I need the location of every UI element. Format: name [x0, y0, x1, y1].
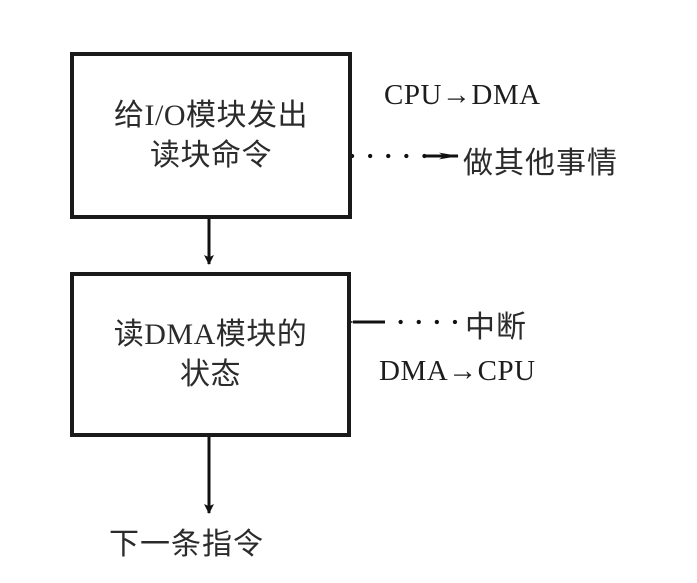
label-cpu-to-dma: CPU→DMA — [384, 79, 541, 111]
box-issue-read-line-1: 给I/O模块发出 — [114, 98, 308, 132]
label-interrupt: 中断 — [465, 311, 527, 344]
label-dma-to-cpu: DMA→CPU — [379, 355, 536, 387]
process-box-issue-read-command: 给I/O模块发出 读块命令 — [70, 52, 352, 219]
box-read-status-line-1: 读DMA模块的 — [113, 317, 308, 351]
process-box-read-dma-status: 读DMA模块的 状态 — [70, 272, 351, 437]
box-issue-read-line-2: 读块命令 — [150, 138, 272, 172]
label-do-other-things: 做其他事情 — [463, 147, 618, 180]
box-read-status-line-2: 状态 — [180, 357, 241, 391]
label-next-instruction: 下一条指令 — [109, 528, 264, 561]
